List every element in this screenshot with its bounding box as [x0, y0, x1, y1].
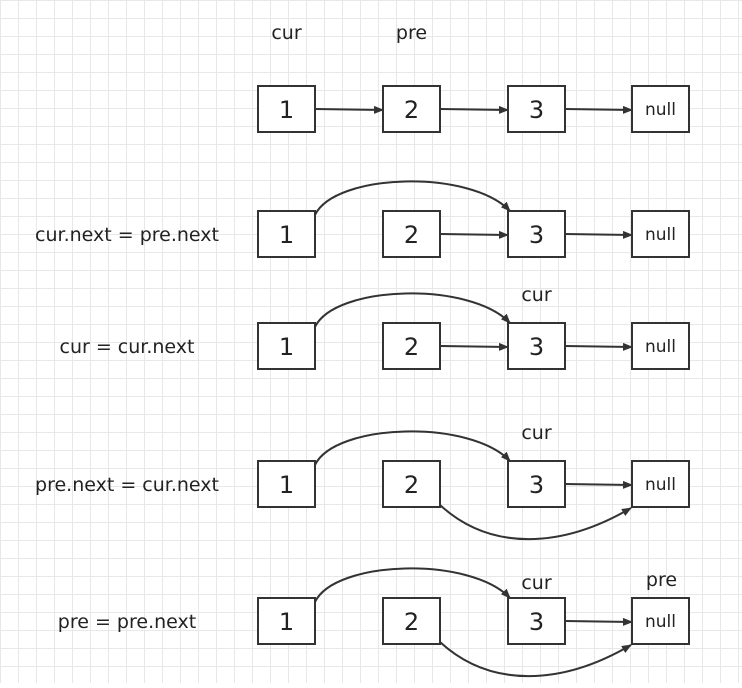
list-node: 2 [382, 597, 441, 645]
step-caption: pre.next = cur.next [35, 474, 219, 496]
list-node: 2 [382, 460, 441, 508]
node-box [257, 460, 316, 508]
list-node: 1 [257, 322, 316, 370]
node-box [631, 322, 690, 370]
step-row: cur pre 1 2 3 null [257, 22, 690, 133]
link-arrow [564, 342, 633, 351]
pointer-label-pre: pre [396, 22, 427, 44]
node-box [257, 322, 316, 370]
node-box [257, 210, 316, 258]
link-arrow [564, 105, 633, 114]
list-node: 3 [507, 85, 566, 133]
node-box [382, 460, 441, 508]
node-box [382, 597, 441, 645]
step-row: cur.next = pre.next 1 2 3 null [35, 180, 690, 258]
node-value: null [645, 100, 676, 120]
node-value: 3 [529, 221, 544, 249]
node-value: 2 [404, 608, 419, 636]
list-node: null [631, 460, 690, 508]
node-value: 3 [529, 471, 544, 499]
node-value: 2 [404, 96, 419, 124]
step-caption: pre = pre.next [58, 611, 196, 633]
list-node: null [631, 85, 690, 133]
link-arrow [564, 617, 633, 626]
node-value: null [645, 612, 676, 632]
node-box [631, 597, 690, 645]
list-node: 3 [507, 460, 566, 508]
node-box [507, 597, 566, 645]
step-row: pre = pre.next cur pre 1 2 3 null [58, 567, 690, 678]
list-node: 3 [507, 210, 566, 258]
list-node: 3 [507, 597, 566, 645]
node-box [257, 85, 316, 133]
step-row: cur = cur.next cur 1 2 3 null [60, 284, 690, 370]
link-arrow [439, 230, 509, 239]
node-box [382, 210, 441, 258]
node-box [631, 210, 690, 258]
link-arrow [564, 480, 633, 489]
link-arrow [314, 567, 511, 603]
node-box [257, 597, 316, 645]
link-arrow [314, 105, 384, 114]
list-node: 2 [382, 210, 441, 258]
node-value: 2 [404, 333, 419, 361]
pointer-label-cur: cur [271, 22, 301, 44]
node-value: 1 [279, 221, 294, 249]
pointer-label-cur: cur [521, 284, 551, 306]
node-value: 2 [404, 471, 419, 499]
node-box [507, 322, 566, 370]
link-arrow [439, 105, 509, 114]
link-arrow [314, 292, 511, 328]
node-box [631, 460, 690, 508]
list-node: 2 [382, 85, 441, 133]
node-value: null [645, 475, 676, 495]
node-box [507, 460, 566, 508]
list-node: 1 [257, 597, 316, 645]
node-value: 1 [279, 471, 294, 499]
node-box [507, 210, 566, 258]
node-value: 1 [279, 608, 294, 636]
node-value: 3 [529, 608, 544, 636]
node-value: null [645, 225, 676, 245]
list-node: 1 [257, 210, 316, 258]
list-node: 1 [257, 460, 316, 508]
pointer-label-pre: pre [646, 569, 677, 591]
node-value: 3 [529, 333, 544, 361]
step-row: pre.next = cur.next cur 1 2 3 null [35, 422, 690, 541]
step-caption: cur = cur.next [60, 336, 195, 358]
list-node: 1 [257, 85, 316, 133]
link-arrow [564, 230, 633, 239]
link-arrow [439, 504, 632, 541]
node-box [507, 85, 566, 133]
node-box [382, 322, 441, 370]
node-box [631, 85, 690, 133]
list-node: null [631, 322, 690, 370]
list-node: 2 [382, 322, 441, 370]
pointer-label-cur: cur [521, 422, 551, 444]
list-node: 3 [507, 322, 566, 370]
node-value: 1 [279, 333, 294, 361]
step-caption: cur.next = pre.next [35, 224, 219, 246]
node-value: 3 [529, 96, 544, 124]
link-arrow [439, 641, 632, 678]
link-arrow [314, 430, 511, 466]
node-box [382, 85, 441, 133]
node-value: 1 [279, 96, 294, 124]
list-node: null [631, 597, 690, 645]
node-value: null [645, 337, 676, 357]
link-arrow [439, 342, 509, 351]
pointer-label-cur: cur [521, 572, 551, 594]
node-value: 2 [404, 221, 419, 249]
link-arrow [314, 180, 511, 216]
list-node: null [631, 210, 690, 258]
